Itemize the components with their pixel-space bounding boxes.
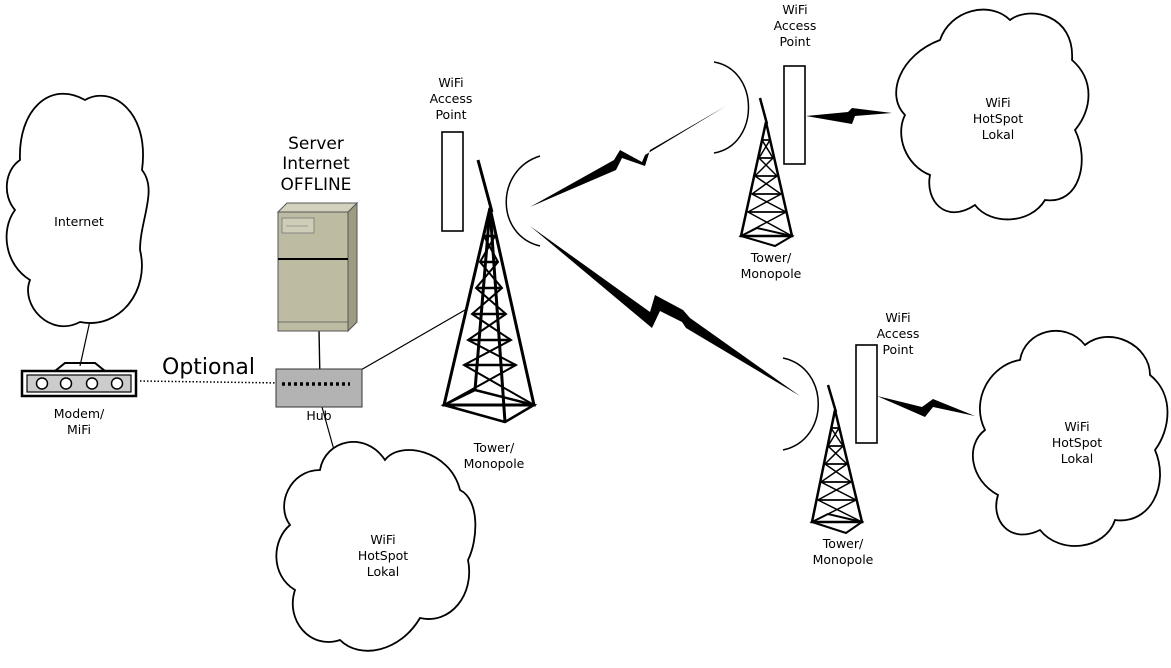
tr-ap-line3: Point xyxy=(779,34,810,49)
modem-label-line1: Modem/ xyxy=(54,406,105,421)
br-tower-icon xyxy=(809,384,865,535)
tr-ap-line1: WiFi xyxy=(782,2,807,17)
local-cloud-bottom-right: WiFi HotSpot Lokal xyxy=(971,329,1169,547)
wireless-link-top xyxy=(530,106,726,207)
main-tower-label-line1: Tower/ xyxy=(473,440,515,455)
cloud-tr-line2: HotSpot xyxy=(973,111,1023,126)
main-access-point: WiFi Access Point xyxy=(430,75,473,232)
tr-radio-wave xyxy=(713,61,750,154)
optional-dotted-link xyxy=(139,380,283,384)
br-ap-line1: WiFi xyxy=(885,310,910,325)
optional-label: Optional xyxy=(162,355,255,380)
main-ap-line3: Point xyxy=(435,107,466,122)
br-ap-line2: Access xyxy=(877,326,920,341)
wireless-link-bottom xyxy=(530,226,800,396)
local-cloud-hub: WiFi HotSpot Lokal xyxy=(275,441,477,652)
hub-label: Hub xyxy=(306,408,331,423)
tr-tower-label-line2: Monopole xyxy=(741,266,802,281)
local-cloud-hub-line2: HotSpot xyxy=(358,548,408,563)
main-tower-label-line2: Monopole xyxy=(464,456,525,471)
server-label-line1: Server xyxy=(288,134,344,154)
server-label-line2: Internet xyxy=(282,154,350,174)
server-computer xyxy=(276,201,359,333)
tr-ap-line2: Access xyxy=(774,18,817,33)
local-cloud-hub-line1: WiFi xyxy=(370,532,395,547)
br-tower-label-line2: Monopole xyxy=(813,552,874,567)
cloud-br-line2: HotSpot xyxy=(1052,435,1102,450)
modem-device: Modem/ MiFi xyxy=(20,362,138,437)
main-tower-icon xyxy=(440,159,538,424)
main-radio-wave-left xyxy=(505,155,541,247)
main-ap-line2: Access xyxy=(430,91,473,106)
tr-tower-label-line1: Tower/ xyxy=(750,250,792,265)
br-ap-line3: Point xyxy=(882,342,913,357)
internet-label: Internet xyxy=(54,214,104,229)
hub-local-cloud-link xyxy=(321,406,335,451)
main-ap-line1: WiFi xyxy=(438,75,463,90)
internet-cloud: Internet xyxy=(5,93,150,328)
server-label-line3: OFFLINE xyxy=(281,175,352,195)
wireless-link-tr-cloud xyxy=(806,108,892,124)
tr-access-point: WiFi Access Point xyxy=(774,2,817,165)
local-cloud-top-right: WiFi HotSpot Lokal xyxy=(895,8,1090,221)
hub-device: Hub xyxy=(275,368,363,423)
tr-tower-icon xyxy=(738,97,795,248)
br-tower-label-line1: Tower/ xyxy=(822,536,864,551)
local-cloud-hub-line3: Lokal xyxy=(367,564,400,579)
cloud-br-line3: Lokal xyxy=(1061,451,1094,466)
server-label: Server Internet OFFLINE xyxy=(281,134,352,195)
cloud-br-line1: WiFi xyxy=(1064,419,1089,434)
cloud-tr-line3: Lokal xyxy=(982,127,1015,142)
wireless-link-br-cloud xyxy=(877,396,975,417)
modem-label-line2: MiFi xyxy=(67,422,91,437)
br-radio-wave xyxy=(782,357,819,451)
cloud-tr-line1: WiFi xyxy=(985,95,1010,110)
br-access-point: WiFi Access Point xyxy=(855,310,920,444)
